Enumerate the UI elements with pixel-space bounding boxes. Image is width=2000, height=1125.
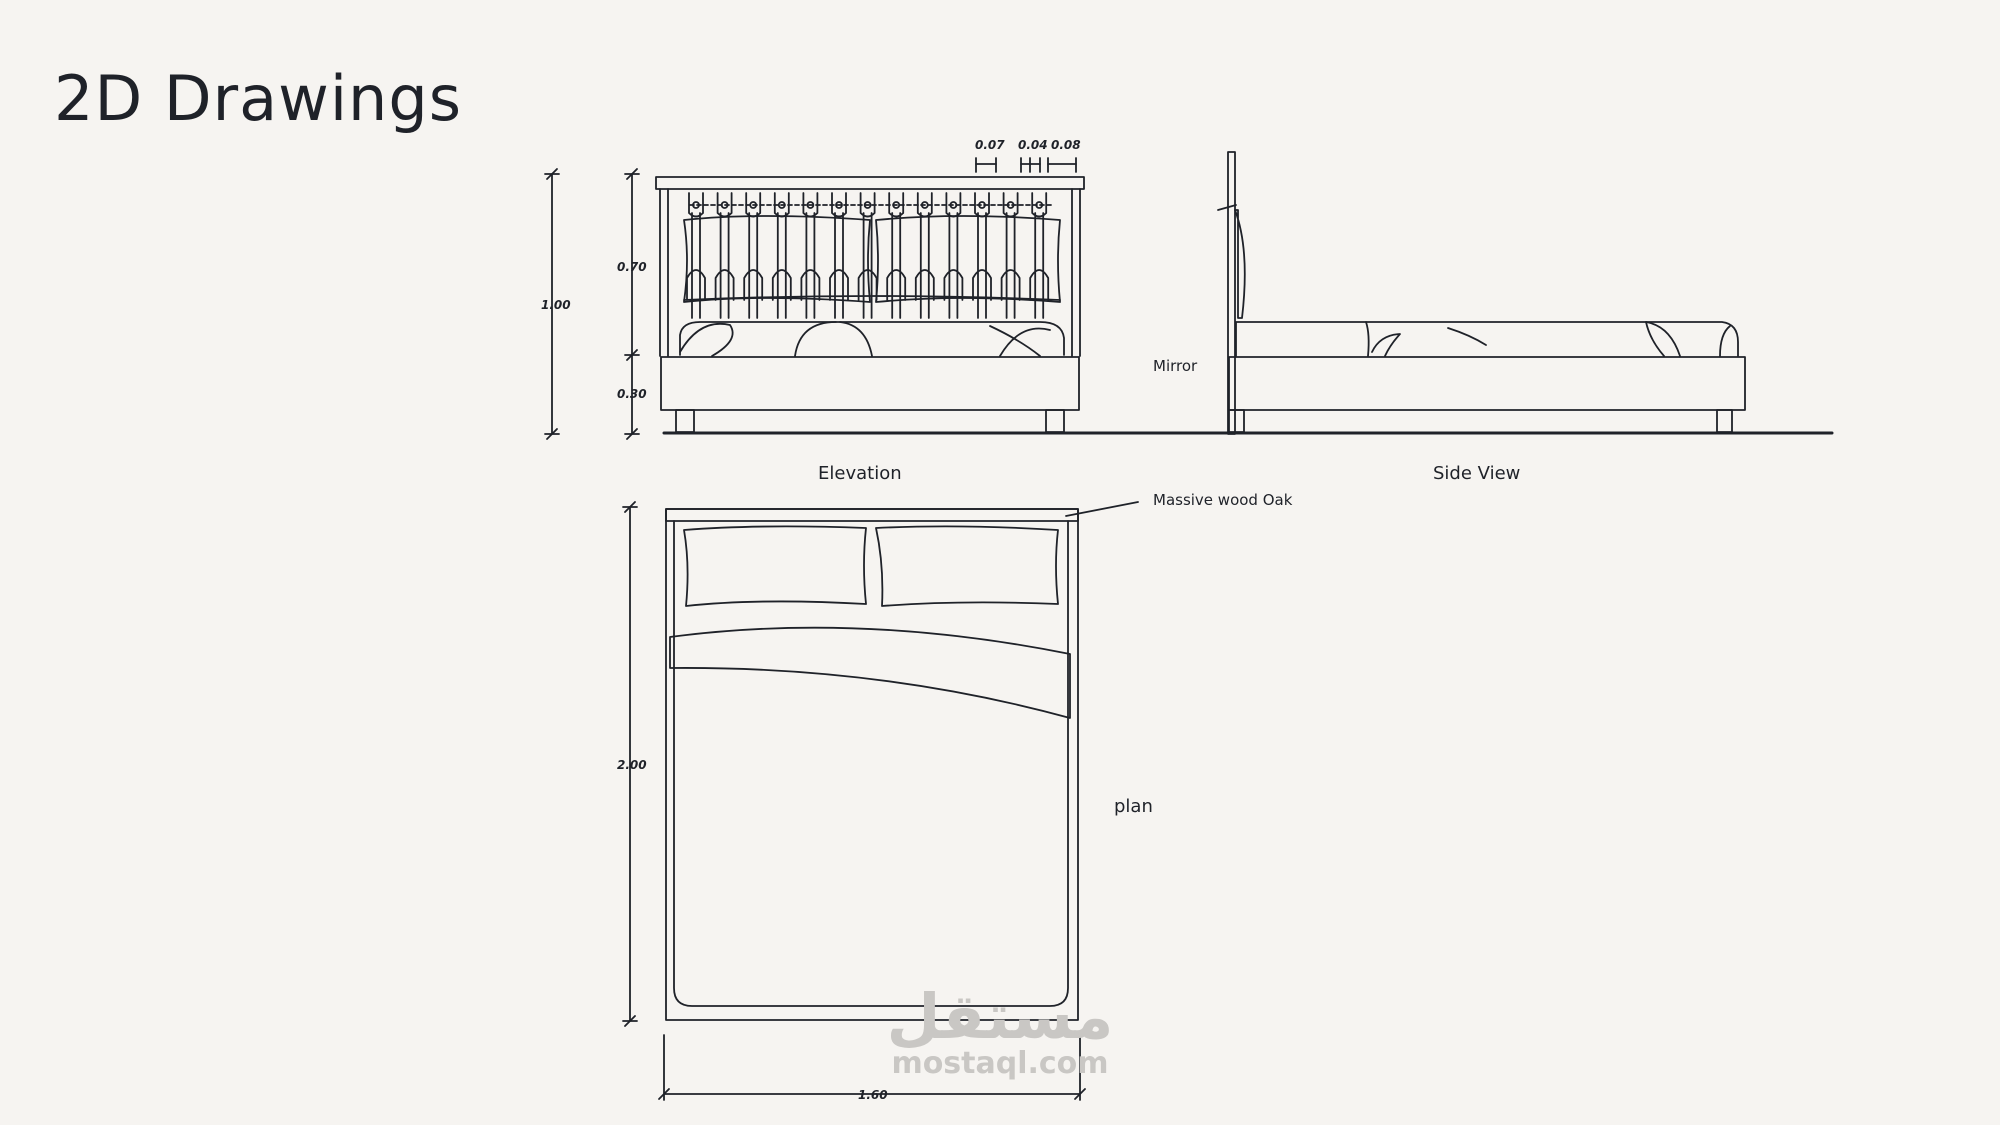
bed-base-side: [1228, 356, 1746, 411]
headboard-slat: [914, 192, 935, 319]
plan-outline: [665, 508, 1079, 1021]
leg: [1045, 409, 1065, 433]
plan-view: [622, 501, 1139, 1101]
label-plan: plan: [1114, 796, 1153, 817]
headboard-slat: [1000, 192, 1021, 319]
watermark-latin: mostaql.com: [891, 1046, 1109, 1081]
slat-spacing-ticks: [975, 157, 1077, 173]
material-leader: [1065, 501, 1139, 517]
dim-slat-spacing-c: 0.08: [1051, 138, 1081, 152]
dim-headboard-height: 0.70: [617, 260, 647, 274]
mattress-side: [1235, 321, 1739, 357]
mirror-side: [1234, 209, 1246, 319]
headboard-slat: [743, 192, 764, 319]
dim-slat-spacing-a: 0.07: [975, 138, 1005, 152]
bed-base-elevation: [660, 356, 1080, 411]
pillow-right: [875, 215, 1061, 303]
elevation-view: [544, 157, 1085, 440]
headboard-slat: [800, 192, 821, 319]
side-view: [1217, 151, 1746, 435]
headboard-slat: [857, 192, 878, 319]
headboard-slat: [714, 192, 735, 319]
label-elevation: Elevation: [818, 463, 902, 484]
mattress-elevation: [679, 321, 1065, 356]
slat-lower-rail: [683, 295, 1061, 301]
dim-base-height: 0.30: [617, 387, 647, 401]
headboard-slat: [972, 192, 992, 319]
headboard-slat: [943, 192, 964, 319]
dim-slat-spacing-b: 0.04: [1018, 138, 1048, 152]
leg: [675, 409, 695, 433]
watermark: مستقل mostaql.com: [880, 985, 1120, 1079]
headboard-plan: [665, 508, 1079, 522]
watermark-arabic: مستقل: [886, 980, 1114, 1053]
label-material: Massive wood Oak: [1153, 491, 1293, 509]
pillow-plan-right: [875, 525, 1059, 607]
headboard-side: [1227, 151, 1236, 435]
mattress-plan: [673, 520, 1069, 1007]
headboard-slat: [686, 192, 706, 319]
dim-total-height: 1.00: [541, 298, 571, 312]
headboard-slat: [1029, 192, 1050, 319]
leg: [1716, 409, 1733, 433]
dim-plan-length: 2.00: [617, 758, 647, 772]
leg: [1228, 409, 1245, 433]
page-title: 2D Drawings: [54, 62, 463, 135]
duvet-fold: [669, 626, 1071, 719]
pillow-plan-left: [683, 525, 867, 607]
headboard-slats: [683, 192, 1061, 319]
dim-plan-width: 1.60: [858, 1088, 888, 1102]
headboard-top-rail: [655, 176, 1085, 190]
headboard-slat: [771, 192, 792, 319]
headboard-slat: [829, 192, 849, 319]
headboard-slat: [886, 192, 907, 319]
label-side-view: Side View: [1433, 463, 1520, 484]
label-mirror: Mirror: [1153, 357, 1198, 375]
